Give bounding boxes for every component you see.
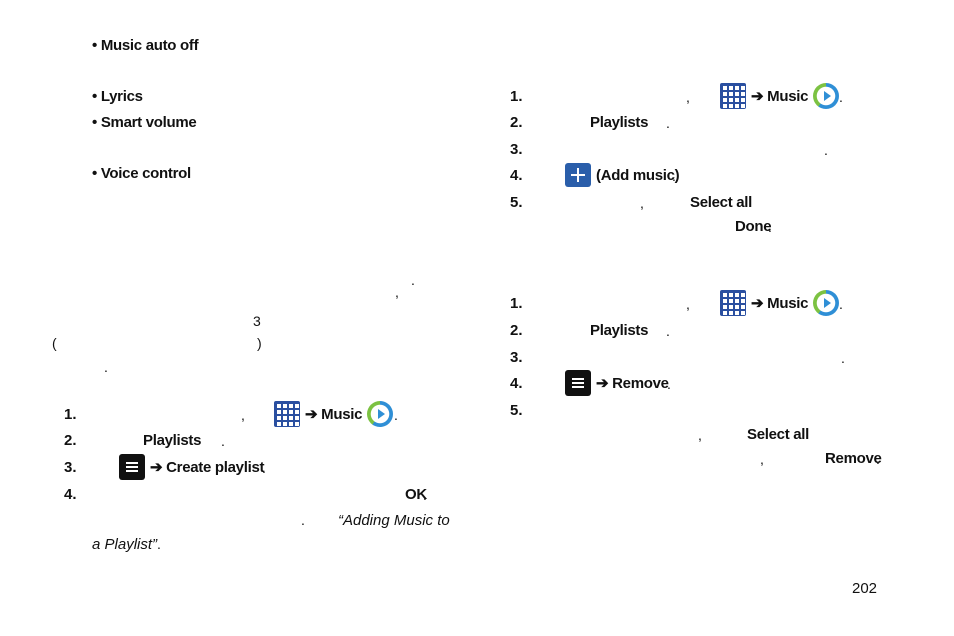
music-app-icon[interactable]: [813, 83, 839, 109]
bullet-lyrics: • Lyrics: [92, 88, 143, 105]
intro-paren-close: ): [257, 335, 262, 351]
step-number: 3.: [510, 141, 523, 158]
create-playlist-label: ➔ Create playlist: [150, 459, 265, 476]
apps-grid-icon[interactable]: [274, 401, 300, 427]
bullet-music-auto-off: • Music auto off: [92, 37, 199, 54]
step-period: .: [423, 487, 427, 503]
step-period: .: [667, 376, 671, 392]
done-label: Done: [735, 218, 772, 235]
step-number: 1.: [510, 295, 523, 312]
step-period: .: [876, 451, 880, 467]
step-number: 2.: [64, 432, 77, 449]
remove-label: Remove: [825, 450, 882, 467]
playlists-tab-label: Playlists: [590, 322, 649, 339]
step-number: 3.: [510, 349, 523, 366]
step-comma: ,: [686, 89, 690, 105]
music-app-label: ➔ Music: [751, 295, 809, 312]
cross-reference-link[interactable]: “Adding Music to: [338, 512, 450, 529]
music-app-icon[interactable]: [813, 290, 839, 316]
music-app-label: ➔ Music: [305, 406, 363, 423]
step-period: .: [394, 407, 398, 423]
step-period: .: [666, 323, 670, 339]
step-number: 1.: [64, 406, 77, 423]
step-number: 2.: [510, 322, 523, 339]
step-period: .: [301, 512, 305, 528]
select-all-label: Select all: [747, 426, 810, 443]
apps-grid-icon[interactable]: [720, 83, 746, 109]
step-comma: ,: [760, 451, 764, 467]
step-number: 5.: [510, 402, 523, 419]
step-period: .: [768, 219, 772, 235]
step-number: 1.: [510, 88, 523, 105]
intro-paren-open: (: [52, 335, 57, 351]
menu-icon[interactable]: [565, 370, 591, 396]
step-period: .: [262, 460, 266, 476]
step-number: 4.: [510, 375, 523, 392]
step-comma: ,: [241, 407, 245, 423]
step-comma: ,: [686, 296, 690, 312]
cross-reference-link[interactable]: a Playlist”.: [92, 536, 161, 553]
step-period: .: [666, 115, 670, 131]
playlists-tab-label: Playlists: [590, 114, 649, 131]
intro-comma: ,: [395, 284, 399, 300]
step-period: .: [221, 433, 225, 449]
page-number: 202: [852, 580, 878, 597]
playlists-tab-label: Playlists: [143, 432, 202, 449]
step-number: 4.: [510, 167, 523, 184]
step-period: .: [841, 350, 845, 366]
intro-period: .: [411, 272, 415, 288]
step-period: .: [672, 168, 676, 184]
step-comma: ,: [640, 195, 644, 211]
step-number: 4.: [64, 486, 77, 503]
add-icon[interactable]: [565, 163, 591, 187]
step-period: .: [824, 142, 828, 158]
step-number: 3.: [64, 459, 77, 476]
remove-menu-label: ➔ Remove: [596, 375, 669, 392]
intro-number: 3: [253, 313, 261, 329]
step-period: .: [839, 296, 843, 312]
step-number: 2.: [510, 114, 523, 131]
step-number: 5.: [510, 194, 523, 211]
step-period: .: [839, 89, 843, 105]
step-comma: ,: [698, 427, 702, 443]
ok-label: OK: [405, 486, 427, 503]
select-all-label: Select all: [690, 194, 753, 211]
intro-period-2: .: [104, 359, 108, 375]
menu-icon[interactable]: [119, 454, 145, 480]
apps-grid-icon[interactable]: [720, 290, 746, 316]
music-app-label: ➔ Music: [751, 88, 809, 105]
bullet-voice-control: • Voice control: [92, 165, 191, 182]
music-app-icon[interactable]: [367, 401, 393, 427]
bullet-smart-volume: • Smart volume: [92, 114, 197, 131]
add-music-label: (Add music): [596, 167, 680, 184]
